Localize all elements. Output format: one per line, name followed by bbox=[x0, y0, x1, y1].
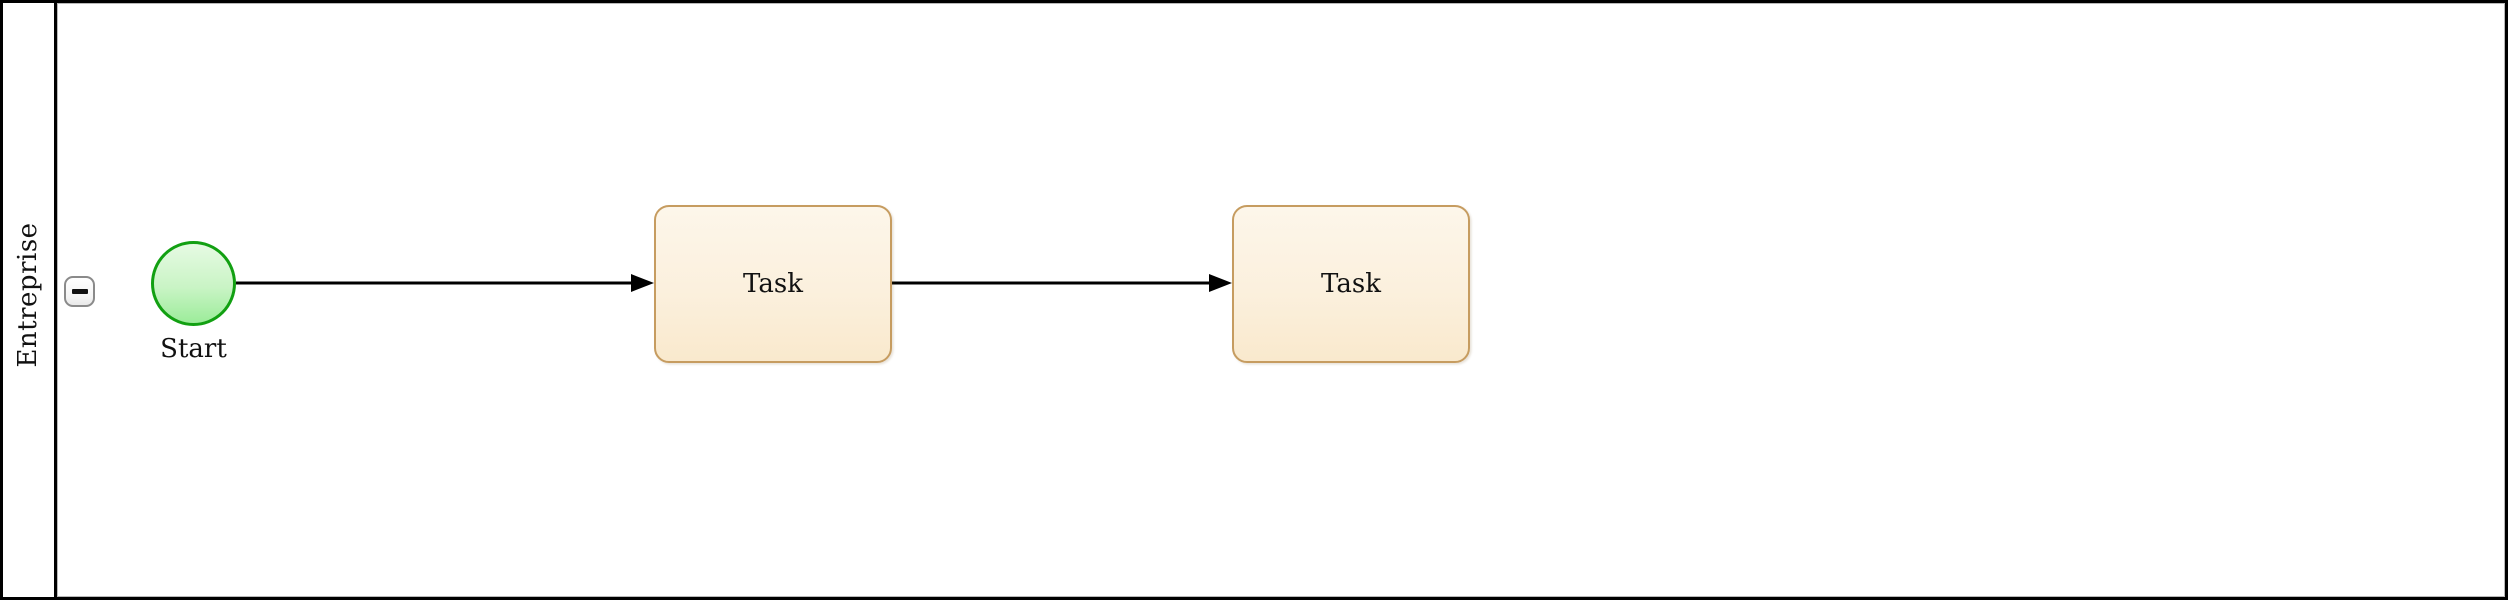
minus-icon bbox=[71, 289, 88, 294]
start-event-node[interactable] bbox=[151, 241, 236, 326]
task-node-1[interactable]: Task bbox=[654, 205, 892, 363]
task-node-2[interactable]: Task bbox=[1232, 205, 1470, 363]
pool-collapse-button[interactable] bbox=[64, 276, 95, 307]
start-event-label: Start bbox=[160, 334, 227, 364]
pool-label: Entreprise bbox=[13, 222, 43, 368]
pool-label-band: Entreprise bbox=[3, 3, 57, 597]
lane-content bbox=[57, 3, 2505, 597]
